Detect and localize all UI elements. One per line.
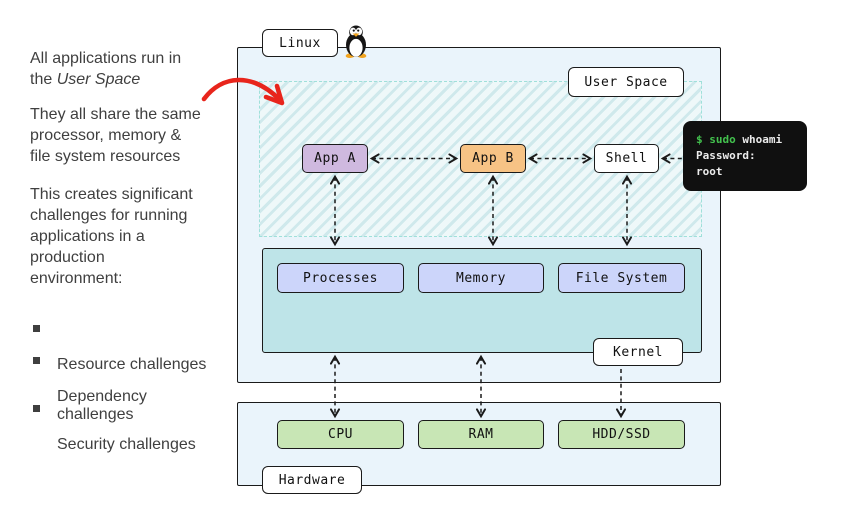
- bullet-square-icon: [33, 357, 40, 364]
- terminal-password-line: Password:: [696, 149, 756, 162]
- paragraph-challenges-intro: This creates significant challenges for …: [30, 186, 193, 287]
- terminal-window: $ sudo whoami Password: root: [683, 121, 807, 191]
- terminal-output-root: root: [696, 165, 723, 178]
- bullet-square-icon: [33, 325, 40, 332]
- bullet-dependency-challenges: Dependency challenges: [33, 352, 147, 424]
- kernel-label: Kernel: [593, 338, 683, 366]
- bullet-label: Security challenges: [57, 436, 196, 453]
- terminal-command: whoami: [735, 133, 783, 146]
- memory-node: Memory: [418, 263, 544, 293]
- bullet-label: Dependency challenges: [57, 388, 147, 423]
- paragraph-user-space: All applications run in the User Space: [30, 48, 181, 90]
- hardware-label: Hardware: [262, 466, 362, 494]
- processes-node: Processes: [277, 263, 404, 293]
- paragraph-shared-resources: They all share the same processor, memor…: [30, 106, 201, 165]
- ram-node: RAM: [418, 420, 544, 449]
- terminal-prompt: $ sudo: [696, 133, 736, 146]
- file-system-node: File System: [558, 263, 685, 293]
- bullet-security-challenges: Security challenges: [33, 400, 196, 454]
- user-space-label: User Space: [568, 67, 684, 97]
- user-space-emphasis: User Space: [56, 71, 141, 88]
- bullet-label: Resource challenges: [57, 356, 207, 373]
- bullet-resource-challenges: Resource challenges: [33, 320, 206, 374]
- linux-label: Linux: [262, 29, 338, 57]
- bullet-square-icon: [33, 405, 40, 412]
- app-b-node: App B: [460, 144, 526, 173]
- terminal-line-command: $ sudo whoami: [696, 133, 782, 146]
- cpu-node: CPU: [277, 420, 404, 449]
- paragraph-user-space-lead: All applications run in the: [30, 50, 182, 88]
- tux-penguin-icon: [345, 25, 367, 58]
- app-a-node: App A: [302, 144, 368, 173]
- shell-node: Shell: [594, 144, 659, 173]
- hdd-ssd-node: HDD/SSD: [558, 420, 685, 449]
